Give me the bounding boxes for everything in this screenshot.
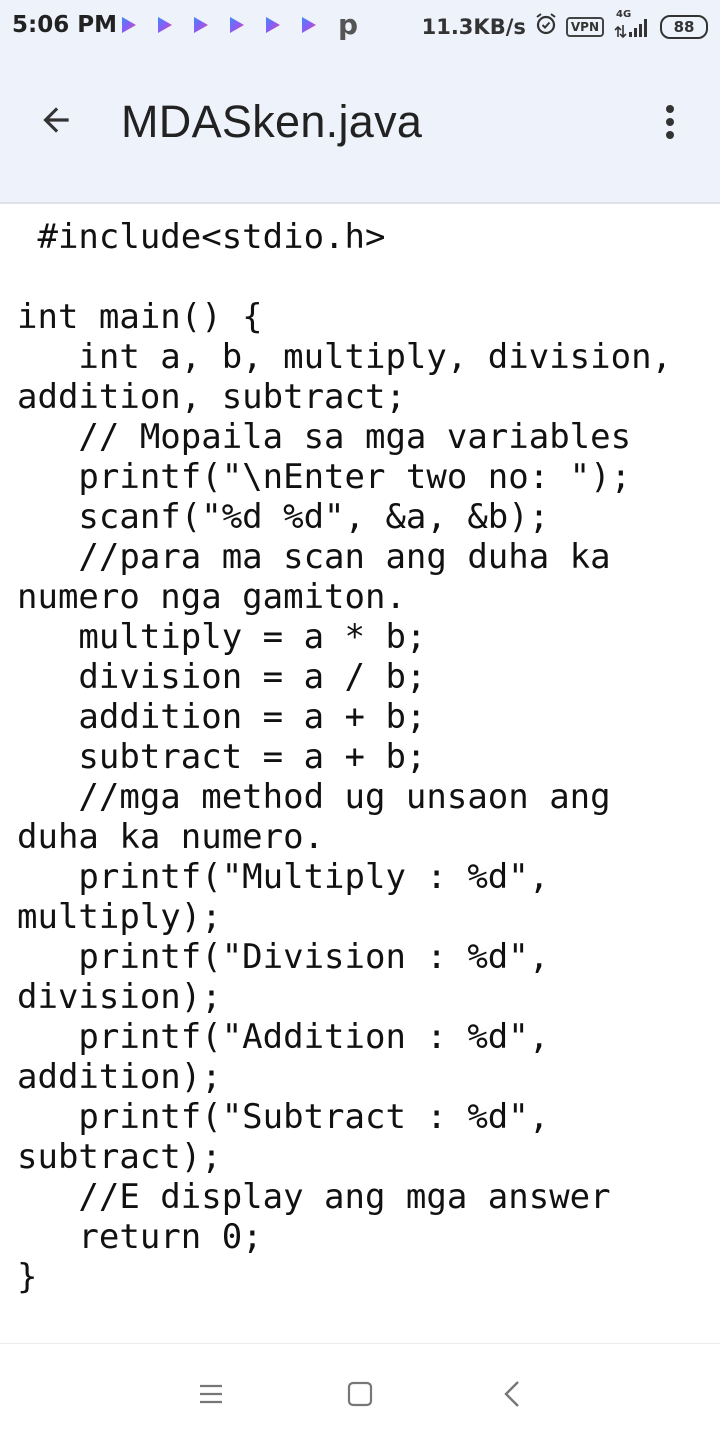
code-line: printf("Multiply : %d",: [17, 857, 550, 897]
page-title: MDASken.java: [121, 96, 423, 147]
code-line: subtract);: [17, 1137, 222, 1177]
menu-icon: [200, 1384, 222, 1404]
code-line: multiply = a * b;: [17, 617, 427, 657]
home-square-icon: [347, 1381, 373, 1407]
status-time: 5:06 PM: [12, 12, 117, 38]
more-options-button[interactable]: [642, 94, 698, 150]
arrow-back-icon: [43, 107, 69, 133]
code-line: scanf("%d %d", &a, &b);: [17, 497, 550, 537]
code-line: duha ka numero.: [17, 817, 325, 857]
play-icon: [190, 14, 212, 36]
code-line: division = a / b;: [17, 657, 427, 697]
alarm-icon: [534, 12, 558, 41]
notification-icons: p: [118, 8, 359, 41]
play-icon: [226, 14, 248, 36]
code-line: // Mopaila sa mga variables: [17, 417, 632, 457]
network-speed: 11.3KB/s: [421, 14, 526, 39]
code-line: printf("Addition : %d",: [17, 1017, 550, 1057]
code-line: //para ma scan ang duha ka: [17, 537, 611, 577]
code-line: addition);: [17, 1057, 222, 1097]
home-button[interactable]: [338, 1372, 382, 1416]
code-line: [17, 257, 717, 297]
vpn-badge: VPN: [565, 16, 604, 37]
code-line: division);: [17, 977, 222, 1017]
recent-apps-button[interactable]: [189, 1372, 233, 1416]
play-icon: [154, 14, 176, 36]
back-button[interactable]: [22, 86, 90, 154]
code-line: #include<stdio.h>: [17, 217, 386, 257]
code-line: addition = a + b;: [17, 697, 427, 737]
battery-icon: 88: [660, 14, 708, 39]
code-line: int main() {: [17, 297, 263, 337]
code-line: int a, b, multiply, division,: [17, 337, 673, 377]
code-line: //E display ang mga answer: [17, 1177, 611, 1217]
code-line: subtract = a + b;: [17, 737, 427, 777]
code-line: //mga method ug unsaon ang: [17, 777, 611, 817]
code-line: }: [17, 1257, 38, 1297]
code-line: return 0;: [17, 1217, 263, 1257]
code-line: addition, subtract;: [17, 377, 406, 417]
code-line: multiply);: [17, 897, 222, 937]
nav-back-button[interactable]: [490, 1372, 534, 1416]
play-icon: [262, 14, 284, 36]
play-icon: [298, 14, 320, 36]
more-vert-icon: [666, 105, 674, 139]
play-icon: [118, 14, 140, 36]
code-line: numero nga gamiton.: [17, 577, 406, 617]
code-line: printf("\nEnter two no: ");: [17, 457, 632, 497]
code-line: printf("Division : %d",: [17, 937, 550, 977]
status-bar: 5:06 PM p 11.3KB/s: [0, 0, 720, 56]
app-bar: MDASken.java: [0, 56, 720, 202]
status-right: 11.3KB/s VPN 4G 88: [421, 9, 708, 41]
code-line: printf("Subtract : %d",: [17, 1097, 550, 1137]
network-type: 4G: [616, 8, 632, 20]
signal-icon: 4G: [612, 9, 652, 39]
code-view: #include<stdio.h> int main() { int a, b,…: [17, 217, 717, 1297]
system-nav-bar: [0, 1343, 720, 1441]
app-bar-divider: [0, 202, 720, 204]
nav-back-icon: [504, 1381, 519, 1407]
p-icon: p: [338, 8, 359, 41]
top-area: 5:06 PM p 11.3KB/s: [0, 0, 720, 202]
